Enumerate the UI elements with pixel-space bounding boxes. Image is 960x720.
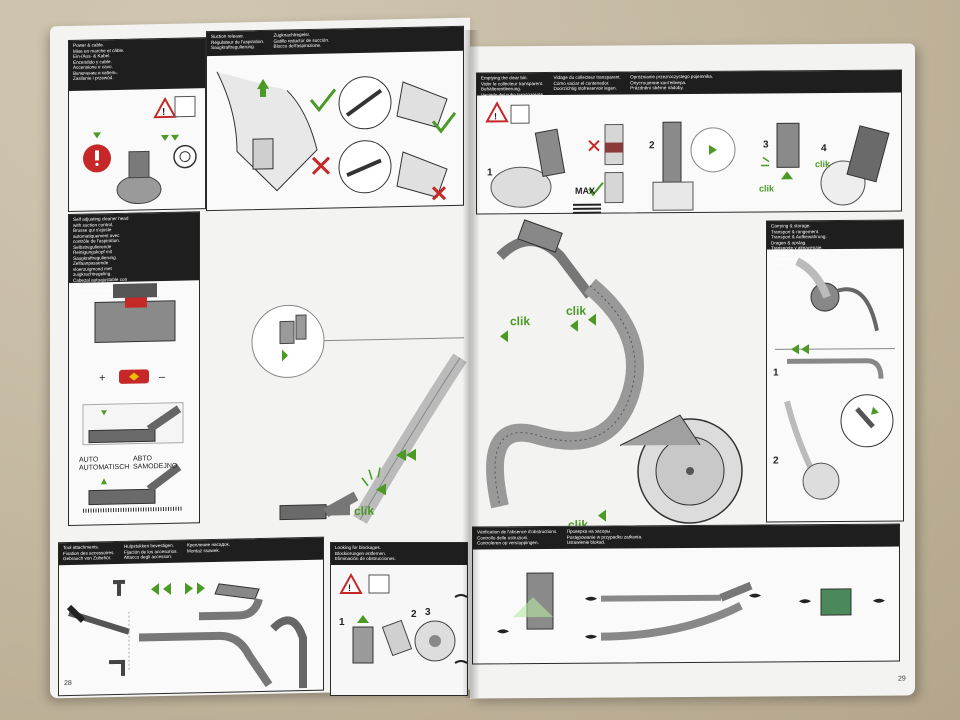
eye-icon bbox=[585, 634, 597, 639]
eye-icon bbox=[799, 599, 811, 604]
svg-text:!: ! bbox=[162, 107, 165, 118]
emptying-bin-illustration: ! bbox=[485, 101, 890, 214]
self-adjusting-panel: Self adjusting cleaner head with suction… bbox=[68, 211, 200, 527]
power-cable-panel: Power & cable. Mise en marche et câble. … bbox=[68, 37, 206, 213]
suction-release-illustration bbox=[216, 71, 457, 201]
page-number-right: 29 bbox=[898, 675, 906, 683]
wand-illustration bbox=[251, 304, 467, 524]
socket-icon bbox=[510, 104, 530, 124]
left-page: Power & cable. Mise en marche et câble. … bbox=[50, 17, 470, 699]
carrying-illustration bbox=[775, 257, 895, 500]
main-cleaner-illustration bbox=[486, 219, 743, 524]
clik-label-bin-2: clik bbox=[815, 159, 831, 170]
double-arrow-icon bbox=[396, 448, 416, 461]
abto-label: ABTO SAMODEJNO bbox=[133, 455, 178, 471]
clik-label-main-2: clik bbox=[566, 303, 587, 318]
cable-rewind-icon bbox=[173, 144, 197, 169]
socket-icon bbox=[174, 95, 196, 118]
step-1: 1 bbox=[487, 167, 493, 179]
carrying-storage-panel: Carrying & storage. Transport & rangemen… bbox=[766, 219, 904, 523]
eye-icon bbox=[585, 596, 597, 601]
socket-icon bbox=[368, 574, 390, 594]
carry-step-1: 1 bbox=[773, 367, 779, 379]
emptying-bin-panel: Emptying the clear bin. Vider le collect… bbox=[476, 69, 902, 215]
check-mark-icon bbox=[309, 88, 337, 113]
tool-attachments-panel: Tool attachments. Fixation des accessoir… bbox=[58, 536, 324, 697]
step-3: 3 bbox=[763, 139, 769, 151]
warning-triangle-icon bbox=[339, 572, 363, 594]
minus-label: – bbox=[159, 370, 166, 384]
blockage-step-3: 3 bbox=[425, 607, 431, 618]
svg-text:!: ! bbox=[348, 583, 351, 593]
clik-label-wand: clik bbox=[354, 503, 375, 519]
step-4: 4 bbox=[821, 143, 827, 155]
check-obstruction-illustration bbox=[497, 572, 885, 641]
carry-step-2: 2 bbox=[773, 455, 779, 467]
check-obstruction-panel: Vérification de l'absence d'obstructions… bbox=[472, 523, 900, 665]
right-page: Emptying the clear bin. Vider le collect… bbox=[470, 43, 915, 699]
cleaner-head-illustration bbox=[82, 283, 184, 513]
page-number-left: 28 bbox=[64, 679, 72, 688]
blockages-illustration: ! bbox=[339, 572, 468, 664]
up-arrow-icon bbox=[257, 78, 269, 90]
looking-blockages-panel: Looking for blockages. Blockierungen ent… bbox=[330, 542, 468, 696]
green-arrow-icon bbox=[93, 132, 101, 139]
svg-text:!: ! bbox=[494, 111, 497, 121]
eye-icon bbox=[749, 593, 761, 598]
warning-triangle-icon bbox=[153, 96, 177, 119]
suction-release-panel: Suction release. Régulateur de l'aspirat… bbox=[206, 25, 464, 212]
blockage-step-2: 2 bbox=[411, 609, 417, 620]
eye-icon bbox=[873, 598, 885, 603]
power-cable-illustration: ! bbox=[83, 95, 197, 205]
eye-icon bbox=[497, 629, 509, 634]
tool-attachments-illustration bbox=[66, 579, 307, 689]
auto-label: AUTO AUTOMATISCH bbox=[79, 456, 130, 472]
cross-mark-icon bbox=[311, 156, 331, 175]
clik-label-bin-1: clik bbox=[759, 183, 775, 194]
plus-label: + bbox=[99, 372, 106, 385]
warning-triangle-icon bbox=[485, 101, 509, 123]
book-gutter bbox=[462, 30, 480, 698]
max-label: MAX bbox=[575, 185, 595, 196]
step-2: 2 bbox=[649, 140, 655, 152]
clik-label-main-1: clik bbox=[510, 314, 531, 329]
blockage-step-1: 1 bbox=[339, 617, 345, 628]
looking-blockages-text: Looking for blockages. Blockierungen ent… bbox=[335, 545, 396, 561]
